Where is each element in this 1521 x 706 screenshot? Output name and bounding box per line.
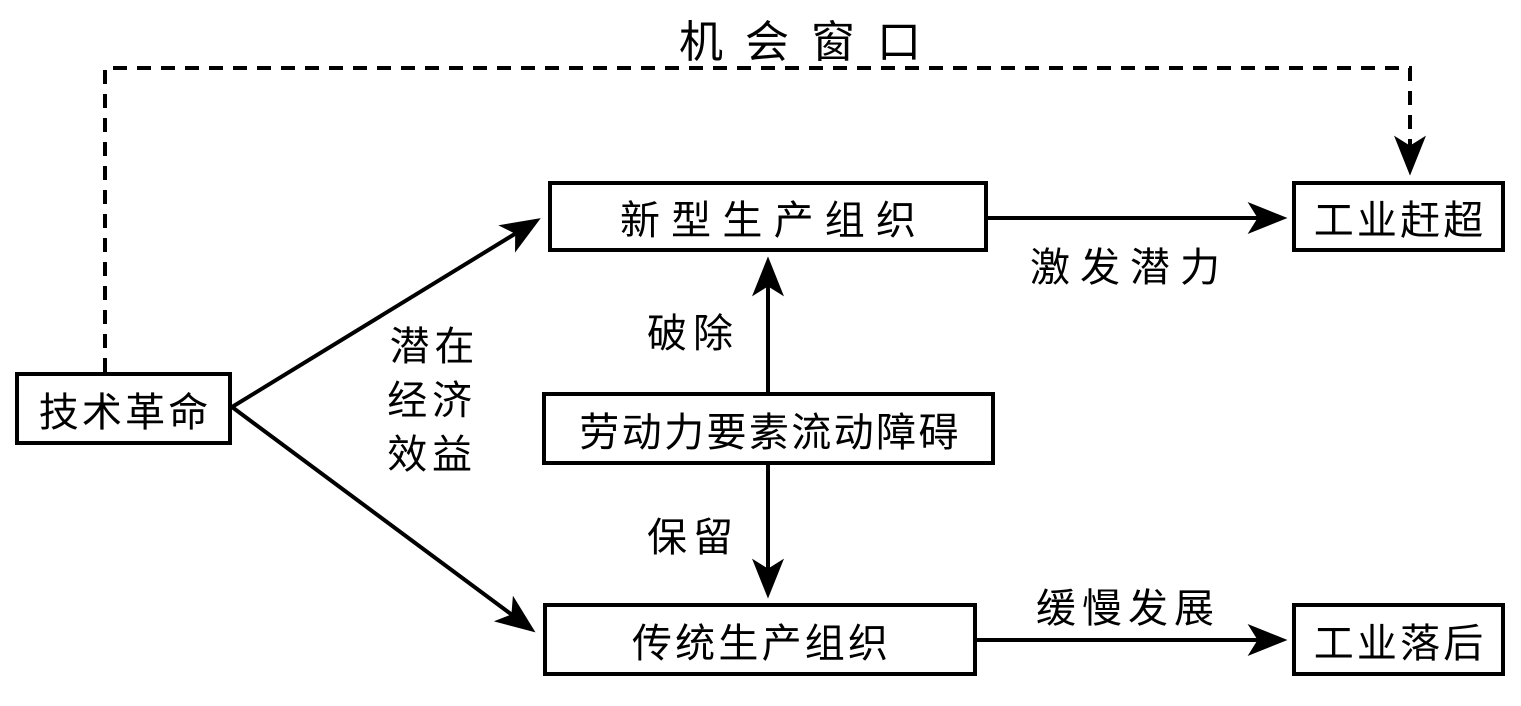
node-traditional-production-organization: 传统生产组织: [543, 603, 977, 676]
label-retain-barrier: 保留: [647, 515, 739, 560]
node-labor-mobility-barrier: 劳动力要素流动障碍: [542, 392, 995, 465]
node-industrial-backwardness: 工业落后: [1292, 603, 1505, 676]
label-slow-development: 缓慢发展: [1036, 586, 1220, 631]
edge-tech-to-traditional-arrow: [230, 405, 536, 633]
label-stimulate-potential: 激发潜力: [1030, 245, 1230, 290]
label-potential-economic-benefit: 潜在 经济 效益: [387, 324, 480, 477]
edge-opportunity-window-dashed-arrow: [103, 66, 1426, 372]
node-industrial-catchup: 工业赶超: [1292, 181, 1505, 252]
label-break-barrier: 破除: [647, 311, 739, 356]
node-new-production-organization: 新型生产组织: [548, 181, 988, 252]
edge-tech-to-new-production-arrow: [230, 218, 541, 409]
node-tech-revolution: 技术革命: [15, 372, 232, 445]
label-opportunity-window: 机会窗口: [679, 18, 943, 67]
